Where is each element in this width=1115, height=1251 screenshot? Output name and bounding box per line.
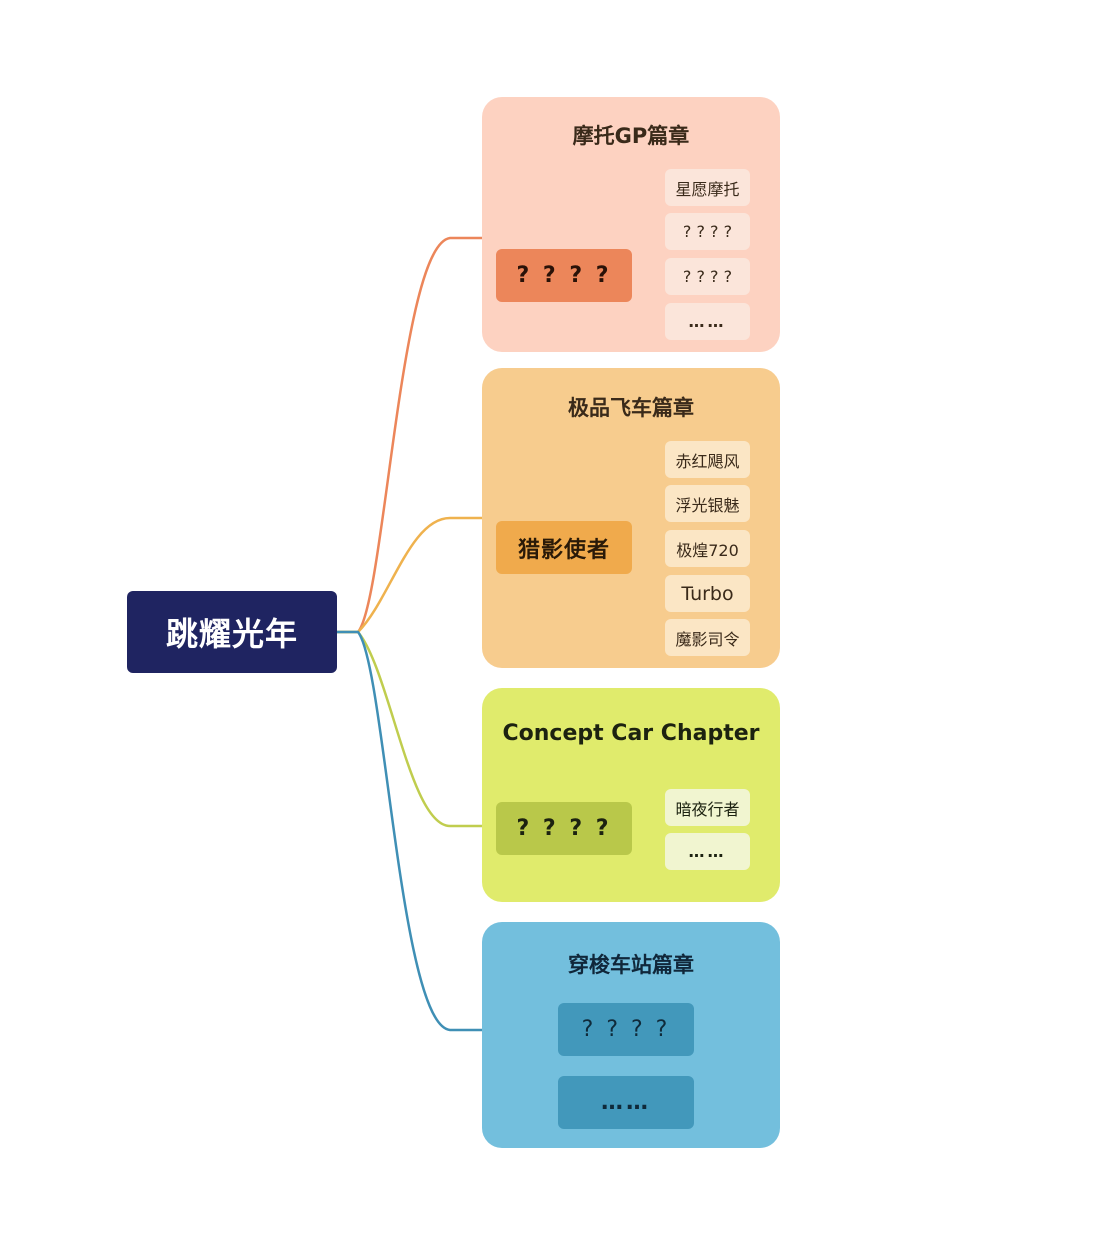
branch-title-concept: Concept Car Chapter: [502, 721, 760, 746]
leaf-nfs-4[interactable]: Turbo: [665, 575, 750, 612]
leaf-motogp-more[interactable]: ……: [665, 303, 750, 340]
group-node-station-1[interactable]: ? ? ? ?: [558, 1003, 694, 1056]
group-node-nfs[interactable]: 猎影使者: [496, 521, 632, 574]
leaf-nfs-5[interactable]: 魔影司令: [665, 619, 750, 656]
connector-root-branch-1: [337, 236, 482, 634]
group-node-motogp[interactable]: ? ? ? ?: [496, 249, 632, 302]
group-node-concept[interactable]: ? ? ? ?: [496, 802, 632, 855]
connector-root-branch-2: [337, 516, 482, 634]
group-node-station-more[interactable]: ……: [558, 1076, 694, 1129]
branch-title-nfs: 极品飞车篇章: [568, 396, 694, 420]
connector-root-branch-4: [337, 630, 482, 1032]
leaf-motogp-header[interactable]: 星愿摩托: [665, 169, 750, 206]
connector-root-branch-3: [337, 630, 482, 828]
branch-title-station: 穿梭车站篇章: [568, 953, 694, 977]
leaf-nfs-2[interactable]: 浮光银魅: [665, 485, 750, 522]
leaf-motogp-2[interactable]: ? ? ? ?: [665, 258, 750, 295]
leaf-nfs-3[interactable]: 极煌720: [665, 530, 750, 567]
leaf-concept-more[interactable]: ……: [665, 833, 750, 870]
root-node[interactable]: 跳耀光年: [127, 591, 337, 673]
leaf-motogp-1[interactable]: ? ? ? ?: [665, 213, 750, 250]
branch-title-motogp: 摩托GP篇章: [572, 124, 690, 148]
leaf-nfs-1[interactable]: 赤红飓风: [665, 441, 750, 478]
leaf-concept-1[interactable]: 暗夜行者: [665, 789, 750, 826]
